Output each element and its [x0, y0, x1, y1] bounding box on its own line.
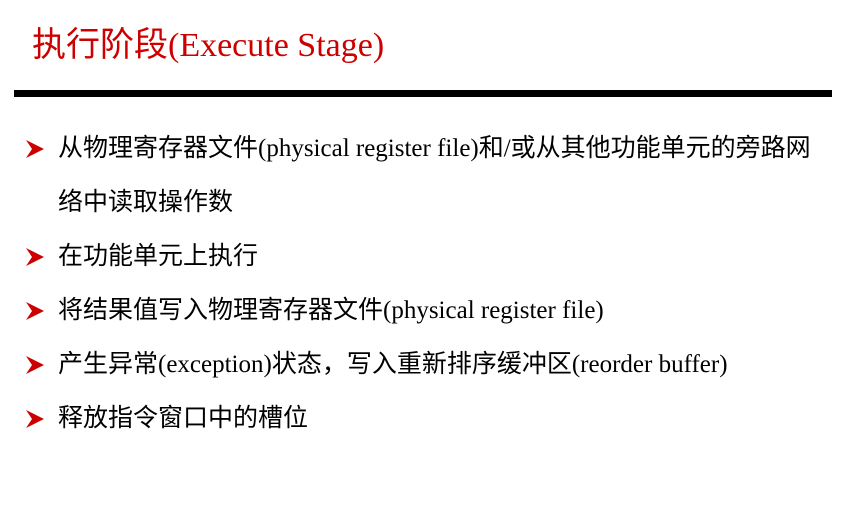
- arrowhead-bullet-icon: [26, 302, 44, 320]
- bullet-list: 从物理寄存器文件(physical register file)和/或从其他功能…: [24, 122, 824, 446]
- bullet-text: 产生异常(exception)状态，写入重新排序缓冲区(reorder buff…: [58, 351, 728, 378]
- bullet-item: 将结果值写入物理寄存器文件(physical register file): [24, 284, 824, 338]
- arrowhead-bullet-icon: [26, 140, 44, 158]
- bullet-item: 释放指令窗口中的槽位: [24, 392, 824, 446]
- bullet-item: 在功能单元上执行: [24, 230, 824, 284]
- bullet-text: 释放指令窗口中的槽位: [58, 405, 309, 432]
- bullet-text: 将结果值写入物理寄存器文件(physical register file): [58, 297, 604, 324]
- bullet-item: 从物理寄存器文件(physical register file)和/或从其他功能…: [24, 122, 824, 230]
- bullet-item: 产生异常(exception)状态，写入重新排序缓冲区(reorder buff…: [24, 338, 824, 392]
- slide-title: 执行阶段(Execute Stage): [32, 27, 385, 64]
- title-divider: [14, 90, 832, 97]
- arrowhead-bullet-icon: [26, 410, 44, 428]
- bullet-text: 在功能单元上执行: [58, 243, 259, 270]
- bullet-text: 从物理寄存器文件(physical register file)和/或从其他功能…: [58, 135, 811, 216]
- arrowhead-bullet-icon: [26, 248, 44, 266]
- arrowhead-bullet-icon: [26, 356, 44, 374]
